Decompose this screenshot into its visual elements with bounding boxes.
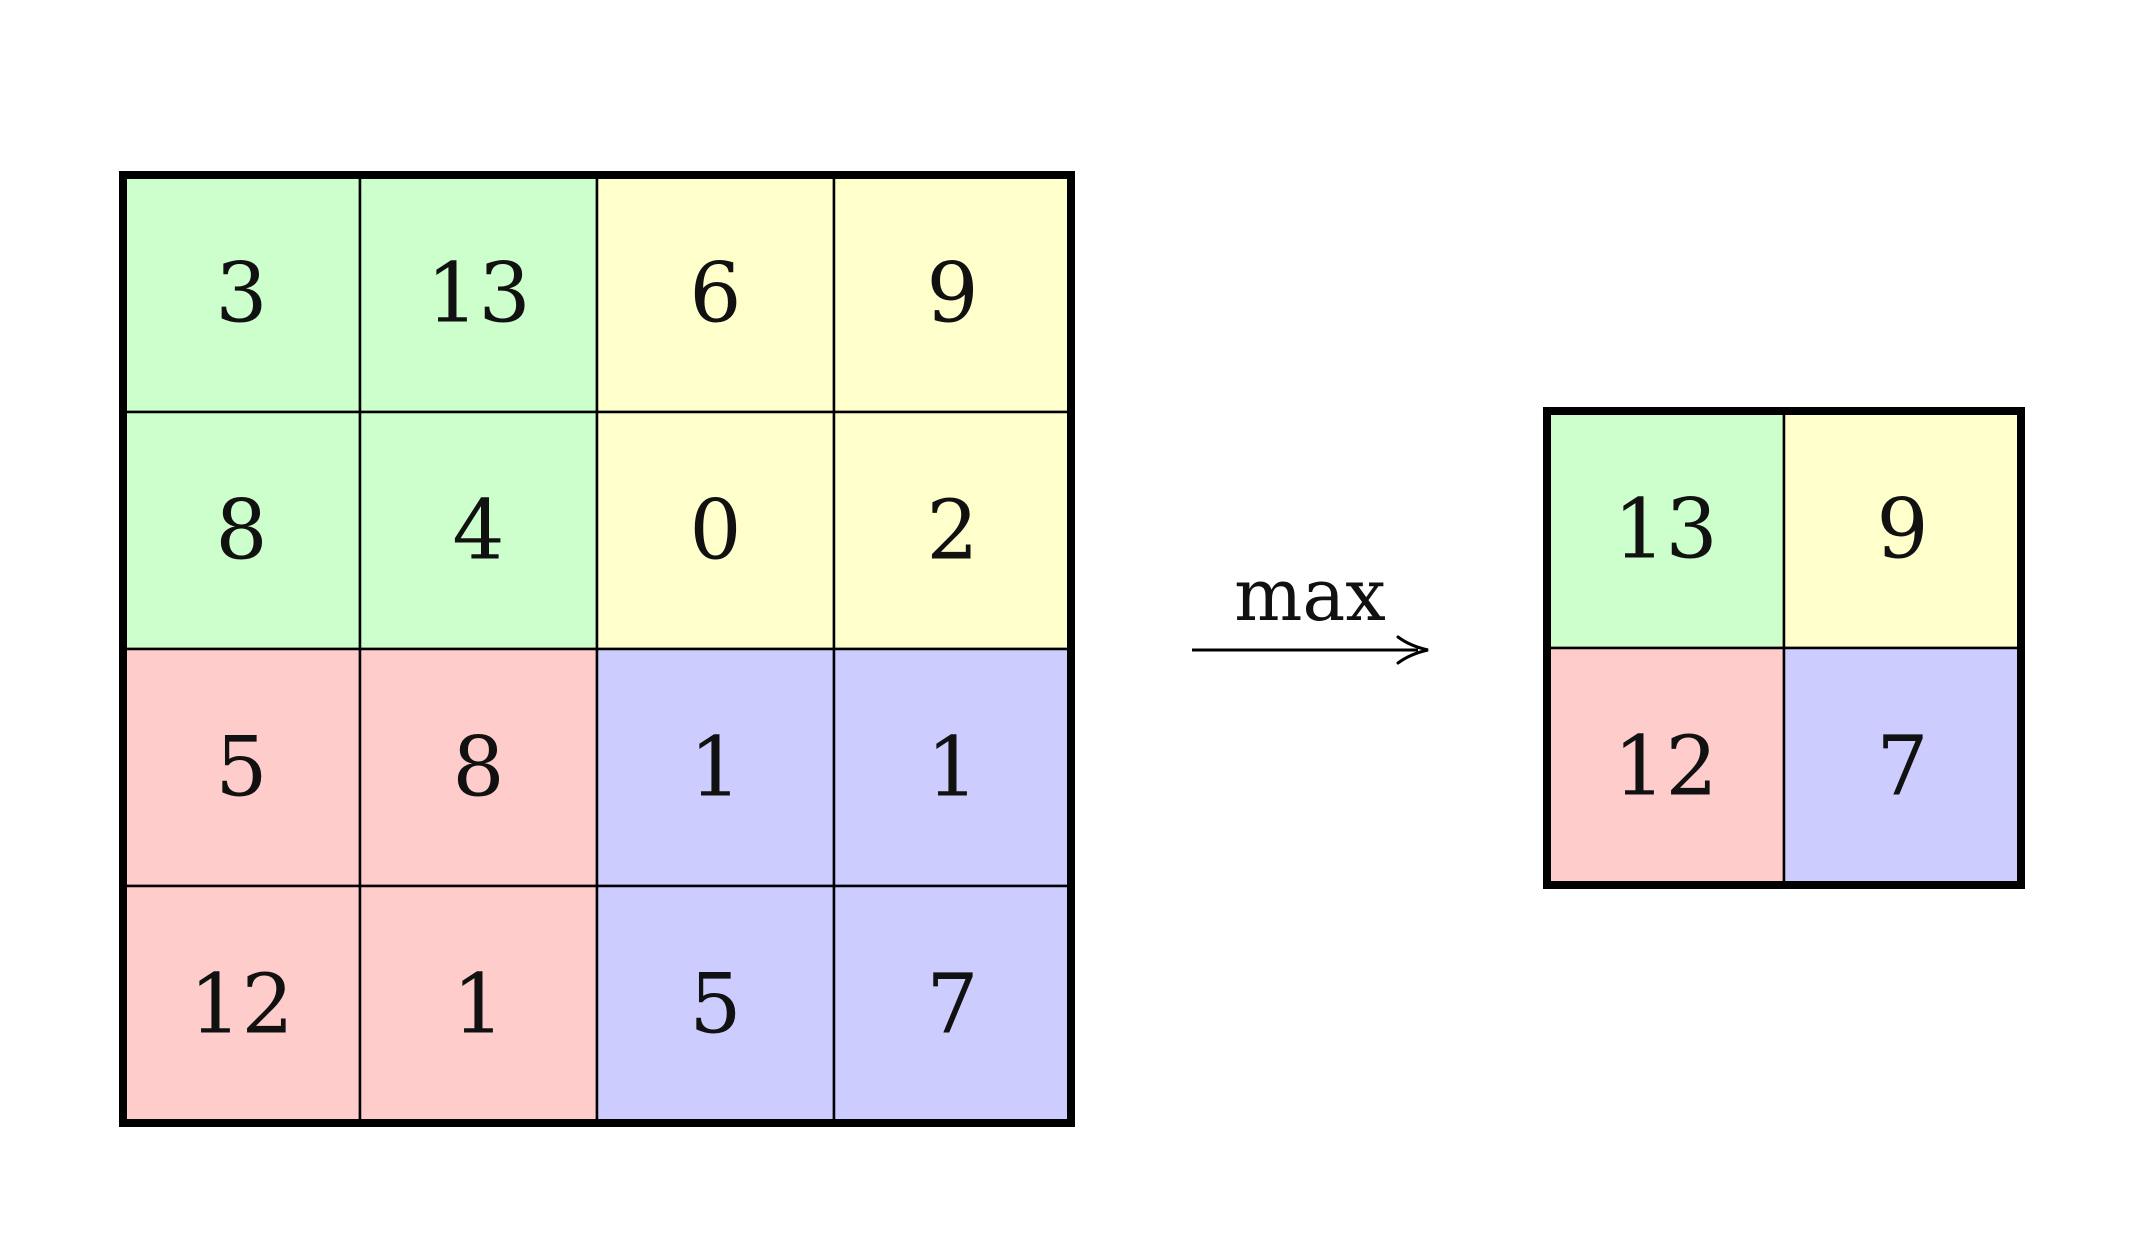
- input-cell-value: 1: [926, 721, 978, 816]
- input-cell-value: 1: [689, 721, 741, 816]
- input-cell-bg: [121, 410, 362, 651]
- output-border: [1543, 407, 2025, 889]
- input-cell-value: 7: [926, 958, 978, 1053]
- operation-label: max: [1234, 553, 1386, 637]
- input-cell-bg: [121, 173, 362, 414]
- output-cell-value: 9: [1876, 483, 1928, 578]
- input-cell-value: 3: [215, 247, 267, 342]
- input-cell-bg: [358, 647, 599, 888]
- output-cell-value: 13: [1613, 483, 1717, 578]
- input-cell-bg: [358, 884, 599, 1125]
- input-cell-value: 2: [926, 484, 978, 579]
- input-cell-bg: [832, 410, 1073, 651]
- input-cell-bg: [121, 884, 362, 1125]
- input-cell-value: 9: [926, 247, 978, 342]
- input-cell-value: 5: [215, 721, 267, 816]
- output-cell-bg: [1782, 646, 2023, 887]
- output-cell-value: 7: [1876, 720, 1928, 815]
- output-grid: 13 9 12 7: [1543, 407, 2025, 889]
- input-cell-bg: [832, 647, 1073, 888]
- input-cell-value: 5: [689, 958, 741, 1053]
- output-cell-value: 12: [1613, 720, 1717, 815]
- input-cell-bg: [595, 884, 836, 1125]
- input-cell-value: 4: [452, 484, 504, 579]
- input-cell-value: 12: [189, 958, 293, 1053]
- arrow-head-icon: [1396, 635, 1429, 665]
- input-cell-value: 8: [215, 484, 267, 579]
- input-cell-bg: [832, 884, 1073, 1125]
- operation-arrow: max: [1192, 553, 1429, 665]
- input-cell-value: 1: [452, 958, 504, 1053]
- input-cell-bg: [358, 173, 599, 414]
- input-border: [119, 171, 1075, 1127]
- input-cell-value: 0: [689, 484, 741, 579]
- input-cell-bg: [358, 410, 599, 651]
- input-cell-value: 8: [452, 721, 504, 816]
- input-cell-bg: [832, 173, 1073, 414]
- output-cell-bg: [1545, 646, 1786, 887]
- output-cell-bg: [1782, 409, 2023, 650]
- input-cell-value: 6: [689, 247, 741, 342]
- input-cell-value: 13: [426, 247, 530, 342]
